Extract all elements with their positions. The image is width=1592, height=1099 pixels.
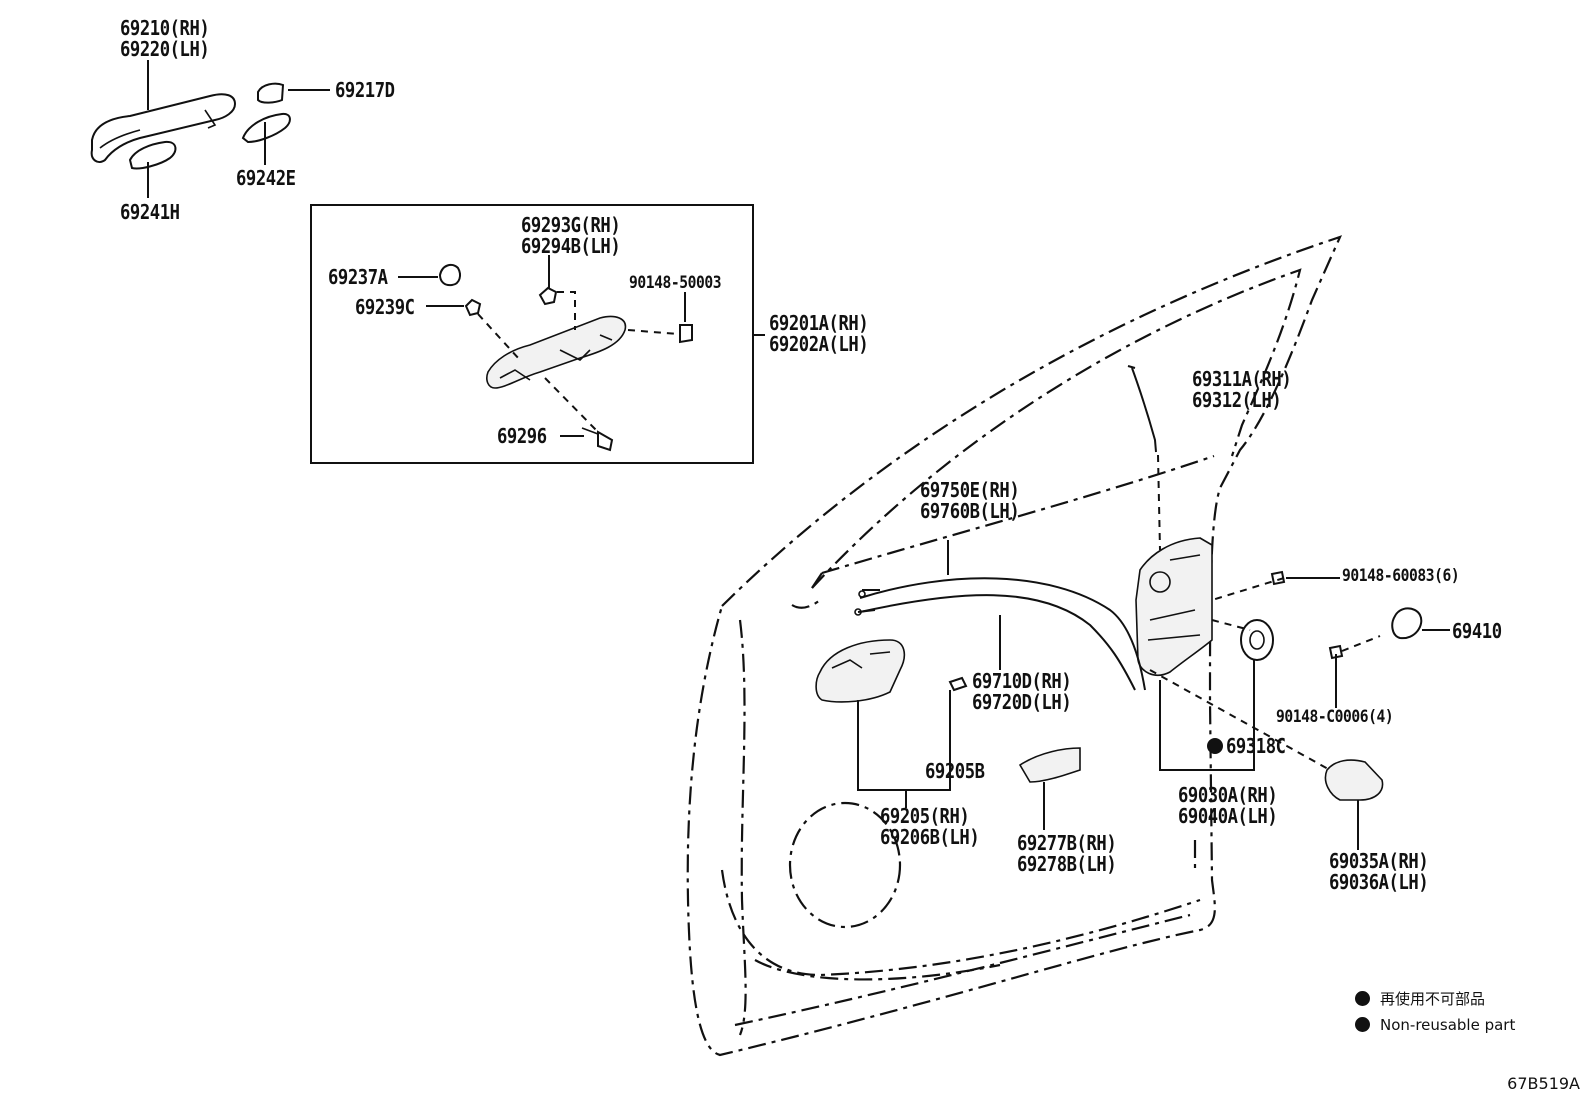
label-69205b: 69205B — [925, 759, 985, 783]
label-69035a: 69035A(RH) 69036A(LH) — [1329, 849, 1429, 894]
label-69750e-line-2: 69760B(LH) — [920, 499, 1020, 523]
label-69210-line-1: 69210(RH) — [120, 16, 210, 40]
label-69318c: 69318C — [1226, 734, 1286, 758]
label-69217d: 69217D — [335, 78, 395, 102]
label-69205: 69205(RH) 69206B(LH) — [880, 804, 980, 849]
label-69296: 69296 — [497, 424, 547, 448]
label-69210-line-2: 69220(LH) — [120, 37, 210, 61]
label-69311a: 69311A(RH) 69312(LH) — [1192, 367, 1292, 412]
label-69311a-line-2: 69312(LH) — [1192, 388, 1282, 412]
label-90148-60083: 90148-60083(6) — [1342, 566, 1460, 586]
label-69277b-line-2: 69278B(LH) — [1017, 852, 1117, 876]
non-reusable-marker-icon — [1207, 738, 1223, 754]
leaders-top-left — [147, 60, 330, 198]
door-outline — [686, 235, 1343, 1057]
label-69710d-line-2: 69720D(LH) — [972, 690, 1072, 714]
legend-row-jp: 再使用不可部品 — [1355, 986, 1515, 1012]
legend: 再使用不可部品 Non-reusable part — [1355, 986, 1515, 1038]
label-69293g: 69293G(RH) 69294B(LH) — [521, 213, 621, 258]
label-69750e-line-1: 69750E(RH) — [920, 478, 1020, 502]
legend-row-en: Non-reusable part — [1355, 1012, 1515, 1038]
label-90148-c0006: 90148-C0006(4) — [1276, 707, 1394, 727]
legend-jp-text: 再使用不可部品 — [1380, 990, 1486, 1008]
leaders-box — [398, 255, 686, 437]
label-69205-line-1: 69205(RH) — [880, 804, 970, 828]
label-69239c: 69239C — [355, 295, 415, 319]
bullet-icon — [1355, 991, 1370, 1006]
label-69201a: 69201A(RH) 69202A(LH) — [769, 311, 869, 356]
label-69293g-line-2: 69294B(LH) — [521, 234, 621, 258]
label-69205-line-2: 69206B(LH) — [880, 825, 980, 849]
frame-box — [310, 204, 765, 464]
label-69237a: 69237A — [328, 265, 388, 289]
lock-and-rods — [1127, 365, 1450, 850]
label-69277b: 69277B(RH) 69278B(LH) — [1017, 831, 1117, 876]
label-69035a-line-1: 69035A(RH) — [1329, 849, 1429, 873]
label-69201a-line-1: 69201A(RH) — [769, 311, 869, 335]
label-90148-50003: 90148-50003 — [629, 273, 722, 293]
label-69710d-line-1: 69710D(RH) — [972, 669, 1072, 693]
label-69030a: 69030A(RH) 69040A(LH) — [1178, 783, 1278, 828]
outside-handle-art — [90, 82, 291, 170]
label-69710d: 69710D(RH) 69720D(LH) — [972, 669, 1072, 714]
label-69210: 69210(RH) 69220(LH) — [120, 16, 210, 61]
handle-frame-art — [438, 263, 693, 452]
legend-en-text: Non-reusable part — [1380, 1016, 1516, 1034]
label-69201a-line-2: 69202A(LH) — [769, 332, 869, 356]
label-69410: 69410 — [1452, 619, 1502, 643]
label-69030a-line-1: 69030A(RH) — [1178, 783, 1278, 807]
inside-handle-art — [815, 639, 1081, 830]
drawing-code: 67B519A — [1507, 1074, 1580, 1093]
label-69750e: 69750E(RH) 69760B(LH) — [920, 478, 1020, 523]
label-69277b-line-1: 69277B(RH) — [1017, 831, 1117, 855]
label-69293g-line-1: 69293G(RH) — [521, 213, 621, 237]
label-69311a-line-1: 69311A(RH) — [1192, 367, 1292, 391]
label-69030a-line-2: 69040A(LH) — [1178, 804, 1278, 828]
cables — [854, 540, 1146, 691]
label-69241h: 69241H — [120, 200, 180, 224]
label-69035a-line-2: 69036A(LH) — [1329, 870, 1429, 894]
label-69242e: 69242E — [236, 166, 296, 190]
bullet-icon — [1355, 1017, 1370, 1032]
